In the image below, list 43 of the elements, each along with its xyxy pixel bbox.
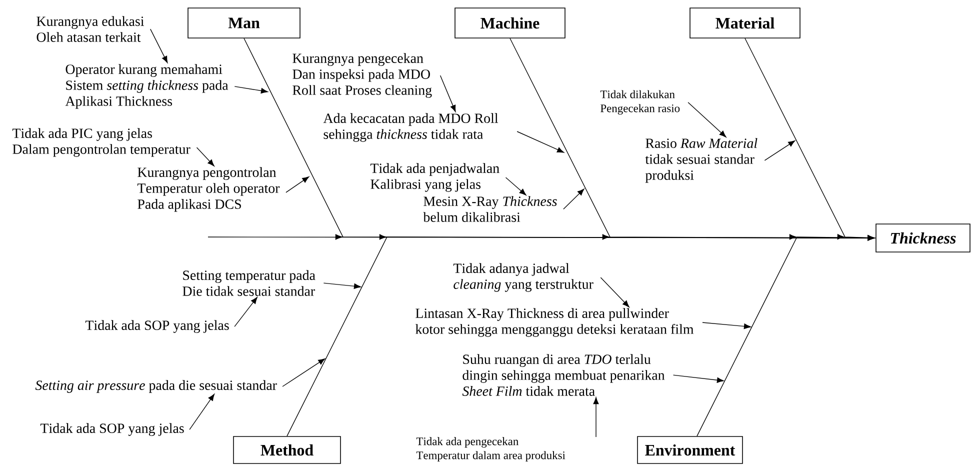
arrow <box>516 131 564 153</box>
cause-text: Operator kurang memahami Sistem setting thickness pada Aplikasi Thickness <box>65 64 228 109</box>
cause-text: Ada kecacatan pada MDO Roll sehingga thickness tidak rata <box>323 113 498 142</box>
arrow <box>440 75 456 112</box>
arrow <box>282 358 326 387</box>
category-box: Man <box>188 8 300 38</box>
arrow <box>150 28 168 64</box>
cause-text: Tidak ada pengecekan Temperatur dalam area produksi <box>416 437 566 462</box>
bone-arrow <box>696 234 874 436</box>
arrow <box>234 296 258 327</box>
cause-text: Kurangnya edukasi Oleh atasan terkait <box>36 16 144 42</box>
category-box: Environment <box>637 436 743 464</box>
arrow <box>563 188 584 210</box>
cause-text: Tidak ada penjadwalan Kalibrasi yang jelas <box>370 163 500 192</box>
category-box: Machine <box>454 8 566 38</box>
arrow <box>702 322 751 330</box>
arrow <box>600 277 630 308</box>
cause-text: Kurangnya pengecekan Dan inspeksi pada MDO Roll saat Proses cleaning <box>292 53 432 98</box>
arrow <box>234 86 268 94</box>
cause-text: Tidak adanya jadwal cleaning yang terstruktur <box>453 263 594 292</box>
effect-box: Thickness <box>876 224 970 252</box>
arrow <box>764 140 796 161</box>
cause-text: Tidak ada SOP yang jelas <box>40 423 184 436</box>
arrow <box>323 282 361 289</box>
cause-text: Rasio Raw Material tidak sesuai standar produksi <box>645 138 758 183</box>
cause-text: Setting temperatur pada Die tidak sesuai standar <box>182 270 316 296</box>
cause-text: Tidak dilakukan Pengecekan rasio <box>600 90 680 115</box>
cause-text: Lintasan X-Ray Thickness di area pullwinder kotor sehingga mengganggu deteksi kerataan film <box>415 308 694 337</box>
cause-text: Kurangnya pengontrolan Temperatur oleh operator Pada aplikasi DCS <box>137 167 280 212</box>
arrow <box>196 147 214 166</box>
arrow <box>672 374 724 383</box>
cause-text: Tidak ada PIC yang jelas Dalam pengontrolan temperatur <box>12 128 190 157</box>
arrow <box>593 397 599 438</box>
cause-text: Tidak ada SOP yang jelas <box>85 320 229 333</box>
category-box: Material <box>690 8 800 38</box>
arrow <box>189 394 215 430</box>
arrow <box>286 176 310 193</box>
category-box: Method <box>233 436 341 464</box>
arrow <box>505 177 526 196</box>
arrow <box>688 102 726 138</box>
cause-text: Setting air pressure pada die sesuai standar <box>35 380 277 393</box>
cause-text: Suhu ruangan di area TDO terlalu dingin sehingga membuat penarikan Sheet Film tidak merata <box>462 354 665 396</box>
cause-text: Mesin X-Ray Thickness belum dikalibrasi <box>423 196 557 222</box>
